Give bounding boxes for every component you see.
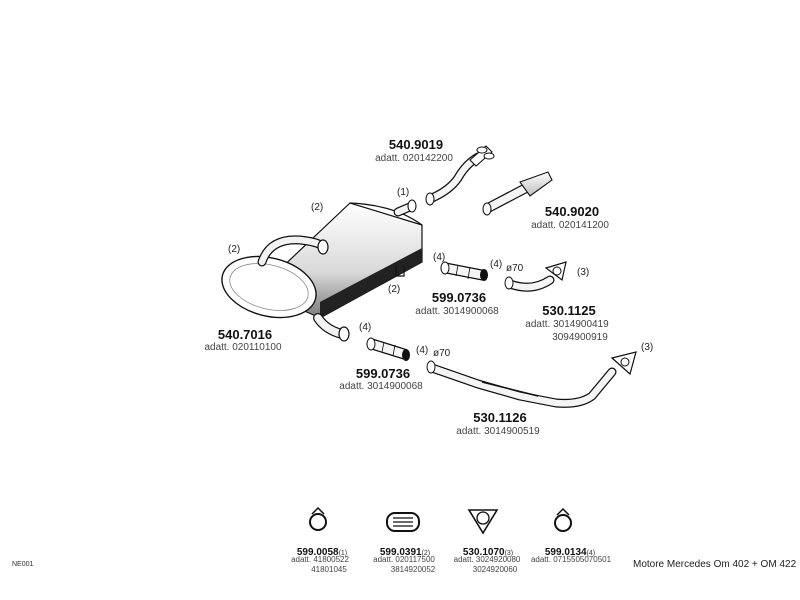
callout-2-left: (2) [228,244,241,255]
gasket-icon-599-0391 [386,512,420,532]
part-sub-540-9019: adatt. 020142200 [375,153,453,164]
part-sub2-530-1125: 3094900919 [552,332,608,343]
part-code-540-9019: 540.9019 [388,137,444,152]
callout-4-lower-left: (4) [359,322,372,333]
sleeve-599-0736-lower [366,337,410,361]
clamp-icon-599-0058 [309,506,327,531]
accessory-qty: (4) [586,550,596,557]
callout-4-upper-left: (4) [433,252,446,263]
footer-engine-label: Motore Mercedes Om 402 + OM 422 [633,559,797,570]
accessory-code: 599.0391 [379,547,422,558]
accessory-599-0134: 599.0134(4) [545,543,595,559]
part-sub-599-0736-lower: adatt. 3014900068 [339,381,423,392]
accessory-code: 599.0134 [544,547,587,558]
accessory-530-1070: 530.1070(3) [463,543,513,559]
accessory-sub1: adatt. 41800522 [291,555,349,564]
clamp-icon-599-0134 [554,507,572,532]
callout-3-upper: (3) [577,267,590,278]
callout-4-lower-right: (4) [416,345,429,356]
part-code-530-1125: 530.1125 [542,303,596,318]
part-sub-530-1126: adatt. 3014900519 [456,426,540,437]
accessory-599-0391: 599.0391(2) [380,543,430,559]
diameter-label-lower: ø70 [433,348,451,359]
part-code-540-7016: 540.7016 [217,327,273,342]
accessory-sub1: adatt. 3024920080 [453,555,521,564]
callout-2-top: (2) [311,202,324,213]
accessory-code: 599.0058 [296,547,339,558]
accessory-sub1: adatt. 0715505070501 [530,555,612,564]
pipe-530-1126 [426,351,637,408]
part-code-530-1126: 530.1126 [473,410,527,425]
pipe-540-9019 [425,145,495,206]
part-code-599-0736-upper: 599.0736 [431,290,487,305]
callout-4-upper-right: (4) [490,259,503,270]
accessory-qty: (1) [338,550,348,557]
muffler-540-7016 [221,199,423,342]
accessory-sub2: 3024920060 [472,565,518,574]
flange-icon-530-1070 [467,509,499,535]
accessory-sub2: 41801045 [311,565,347,574]
callout-2-bracket: (2) [388,284,401,295]
callout-1: (1) [397,187,410,198]
callout-3-lower: (3) [641,342,654,353]
accessory-qty: (3) [504,550,514,557]
pipe-540-9020 [482,171,553,216]
sleeve-599-0736-upper [440,261,488,281]
accessory-sub1: adatt. 020117500 [373,555,435,564]
part-code-540-9020: 540.9020 [544,204,600,219]
part-sub-540-9020: adatt. 020141200 [531,220,609,231]
diameter-label-upper: ø70 [506,263,524,274]
accessory-qty: (2) [421,550,431,557]
part-sub-540-7016: adatt. 020110100 [204,342,282,353]
accessory-599-0058: 599.0058(1) [297,543,347,559]
accessory-sub2: 3814920052 [390,565,436,574]
accessory-code: 530.1070 [462,547,505,558]
part-sub1-530-1125: adatt. 3014900419 [525,319,609,330]
pipe-530-1125 [504,261,567,292]
part-sub-599-0736-upper: adatt. 3014900068 [415,306,499,317]
part-code-599-0736-lower: 599.0736 [355,366,411,381]
footer-code: NE001 [12,561,34,568]
